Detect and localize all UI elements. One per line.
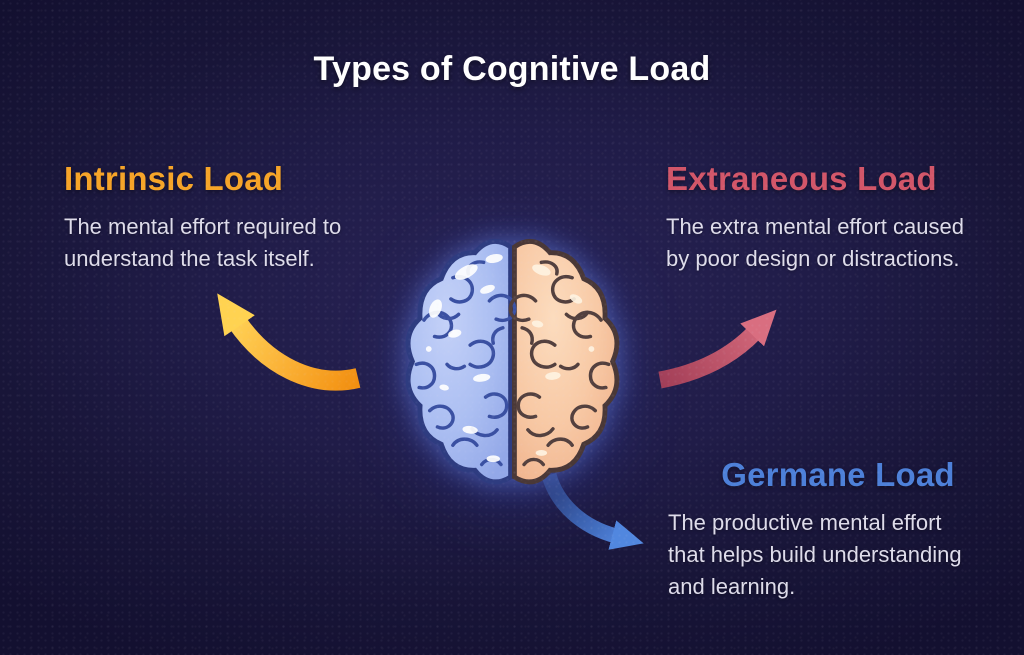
description-line: by poor design or distractions. xyxy=(666,246,960,271)
description-line: that helps build understanding xyxy=(668,542,962,567)
germane-arrow-icon xyxy=(541,472,644,550)
description-line: understand the task itself. xyxy=(64,246,315,271)
section-intrinsic: Intrinsic Load The mental effort require… xyxy=(64,160,414,275)
intrinsic-arrow-icon xyxy=(217,293,361,391)
germane-heading: Germane Load xyxy=(721,456,955,493)
description-line: The mental effort required to xyxy=(64,214,342,239)
description-line: The extra mental effort caused xyxy=(666,214,964,239)
intrinsic-description: The mental effort required to understand… xyxy=(64,211,414,275)
intrinsic-heading: Intrinsic Load xyxy=(64,160,284,197)
extraneous-description: The extra mental effort caused by poor d… xyxy=(666,211,1006,275)
extraneous-heading: Extraneous Load xyxy=(666,160,937,197)
section-germane: Germane Load The productive mental effor… xyxy=(668,456,1008,603)
extraneous-arrow-icon xyxy=(658,309,777,389)
description-line: and learning. xyxy=(668,574,796,599)
page-title: Types of Cognitive Load xyxy=(313,50,711,88)
description-line: The productive mental effort xyxy=(668,510,942,535)
section-extraneous: Extraneous Load The extra mental effort … xyxy=(666,160,1006,275)
germane-description: The productive mental effort that helps … xyxy=(668,507,1008,603)
brain-illustration xyxy=(397,230,628,493)
